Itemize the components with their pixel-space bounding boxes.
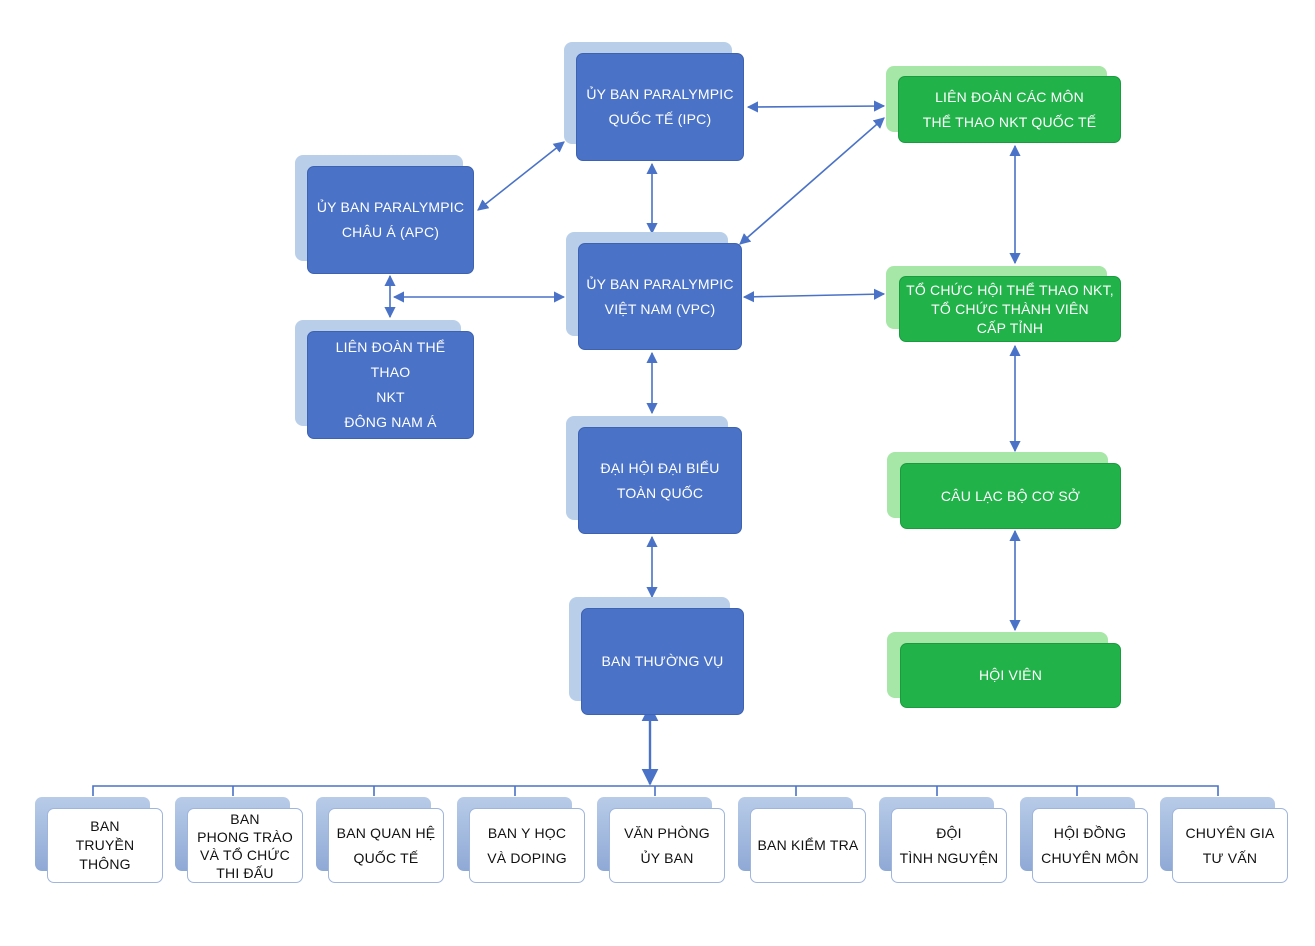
apc-label: ỦY BAN PARALYMPIC CHÂU Á (APC): [307, 166, 474, 274]
dept-inspection-label: BAN KIỂM TRA: [750, 808, 866, 883]
connector-vpc-intl-fed: [739, 117, 885, 245]
connector-ipc-apc: [477, 141, 565, 211]
dept-office-label: VĂN PHÒNG ỦY BAN: [609, 808, 725, 883]
dept-communications-label: BAN TRUYỀN THÔNG: [47, 808, 163, 883]
intl-federations-label: LIÊN ĐOÀN CÁC MÔN THỂ THAO NKT QUỐC TẾ: [898, 76, 1121, 143]
dept-advisors-label: CHUYÊN GIA TƯ VẤN: [1172, 808, 1288, 883]
connector-vpc-provincial: [742, 288, 886, 303]
vpc-label: ỦY BAN PARALYMPIC VIỆT NAM (VPC): [578, 243, 742, 350]
dept-international-relations-label: BAN QUAN HỆ QUỐC TẾ: [328, 808, 444, 883]
asean-federation-label: LIÊN ĐOÀN THỂ THAO NKT ĐÔNG NAM Á: [307, 331, 474, 439]
members-label: HỘI VIÊN: [900, 643, 1121, 708]
congress-label: ĐẠI HỘI ĐẠI BIỂU TOÀN QUỐC: [578, 427, 742, 534]
dept-volunteers-label: ĐỘI TÌNH NGUYỆN: [891, 808, 1007, 883]
ipc-label: ỦY BAN PARALYMPIC QUỐC TẾ (IPC): [576, 53, 744, 161]
dept-movement-competition-label: BAN PHONG TRÀO VÀ TỔ CHỨC THI ĐẤU: [187, 808, 303, 883]
clubs-label: CÂU LẠC BỘ CƠ SỞ: [900, 463, 1121, 529]
dept-medical-doping-label: BAN Y HỌC VÀ DOPING: [469, 808, 585, 883]
connector-ipc-intl-fed: [746, 100, 886, 113]
provincial-org-label: TỔ CHỨC HỘI THỂ THAO NKT, TỔ CHỨC THÀNH …: [899, 276, 1121, 342]
standing-committee-label: BAN THƯỜNG VỤ: [581, 608, 744, 715]
dept-expert-council-label: HỘI ĐỒNG CHUYÊN MÔN: [1032, 808, 1148, 883]
